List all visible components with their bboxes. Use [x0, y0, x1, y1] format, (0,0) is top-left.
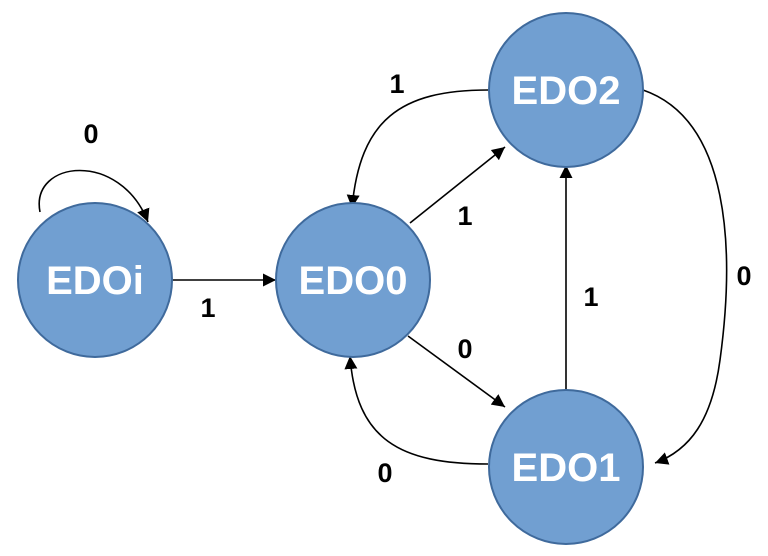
transition-edoi-self [38, 169, 150, 223]
transition-edo1-edo0 [344, 355, 489, 465]
state-node-edoi: EDOi [17, 202, 173, 358]
transition-label-edoi-self: 0 [83, 119, 98, 149]
transition-label-edo0-edo2: 1 [457, 201, 472, 231]
transition-label-edo0-edo1: 0 [457, 334, 472, 364]
transition-edo0-edo1 [407, 335, 506, 408]
state-node-edo2: EDO2 [488, 12, 644, 168]
transition-label-edoi-edo0: 1 [200, 293, 215, 323]
state-label-edo1: EDO1 [512, 446, 621, 490]
state-node-edo0: EDO0 [275, 202, 431, 358]
transition-label-edo2-edo0: 1 [389, 69, 404, 99]
transition-label-edo1-edo2: 1 [583, 282, 598, 312]
transition-edo2-edo1 [642, 89, 728, 465]
transition-edo2-edo0 [346, 89, 489, 209]
transition-edo0-edo2 [409, 146, 506, 224]
state-label-edoi: EDOi [46, 259, 144, 303]
transition-label-edo2-edo1: 0 [736, 261, 751, 291]
transition-label-edo1-edo0: 0 [377, 458, 392, 488]
state-label-edo2: EDO2 [512, 69, 621, 113]
state-node-edo1: EDO1 [488, 389, 644, 545]
state-label-edo0: EDO0 [299, 259, 408, 303]
